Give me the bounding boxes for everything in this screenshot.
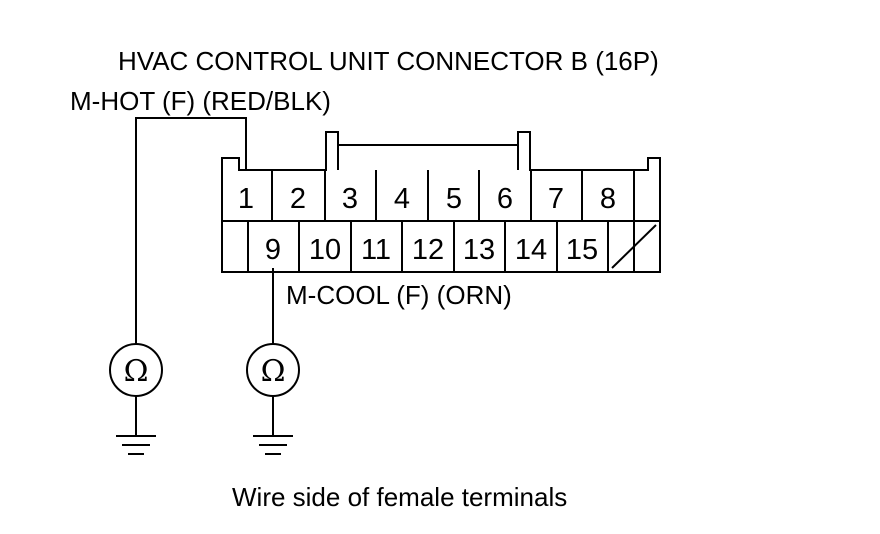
ground-icon bbox=[116, 435, 156, 455]
terminal-15: 15 bbox=[566, 234, 598, 266]
bottom-row-terminals: 9 10 11 12 13 14 15 bbox=[265, 234, 598, 266]
terminal-11: 11 bbox=[361, 234, 391, 266]
terminal-14: 14 bbox=[515, 234, 547, 266]
hot-wire-label: M-HOT (F) (RED/BLK) bbox=[70, 86, 331, 116]
ohm-symbol-icon: Ω bbox=[124, 354, 149, 389]
terminal-13: 13 bbox=[463, 234, 495, 266]
connector-housing bbox=[221, 131, 661, 273]
terminal-12: 12 bbox=[412, 234, 444, 266]
terminal-2: 2 bbox=[290, 183, 306, 215]
terminal-1: 1 bbox=[238, 183, 254, 215]
ground-icon bbox=[253, 435, 293, 455]
ohmmeter-hot: Ω bbox=[109, 343, 163, 436]
diagram-title: HVAC CONTROL UNIT CONNECTOR B (16P) bbox=[118, 46, 659, 76]
ohm-symbol-icon: Ω bbox=[261, 354, 286, 389]
terminal-4: 4 bbox=[394, 183, 410, 215]
terminal-6: 6 bbox=[497, 183, 513, 215]
caption: Wire side of female terminals bbox=[232, 482, 567, 512]
terminal-7: 7 bbox=[548, 183, 564, 215]
terminal-8: 8 bbox=[600, 183, 616, 215]
terminal-9: 9 bbox=[265, 234, 281, 266]
top-row-terminals: 1 2 3 4 5 6 7 8 bbox=[238, 183, 616, 215]
cool-wire-label: M-COOL (F) (ORN) bbox=[286, 280, 512, 310]
terminal-10: 10 bbox=[309, 234, 341, 266]
ohmmeter-cool: Ω bbox=[246, 343, 300, 436]
terminal-5: 5 bbox=[446, 183, 462, 215]
terminal-3: 3 bbox=[342, 183, 358, 215]
hot-probe-wire bbox=[135, 117, 247, 344]
